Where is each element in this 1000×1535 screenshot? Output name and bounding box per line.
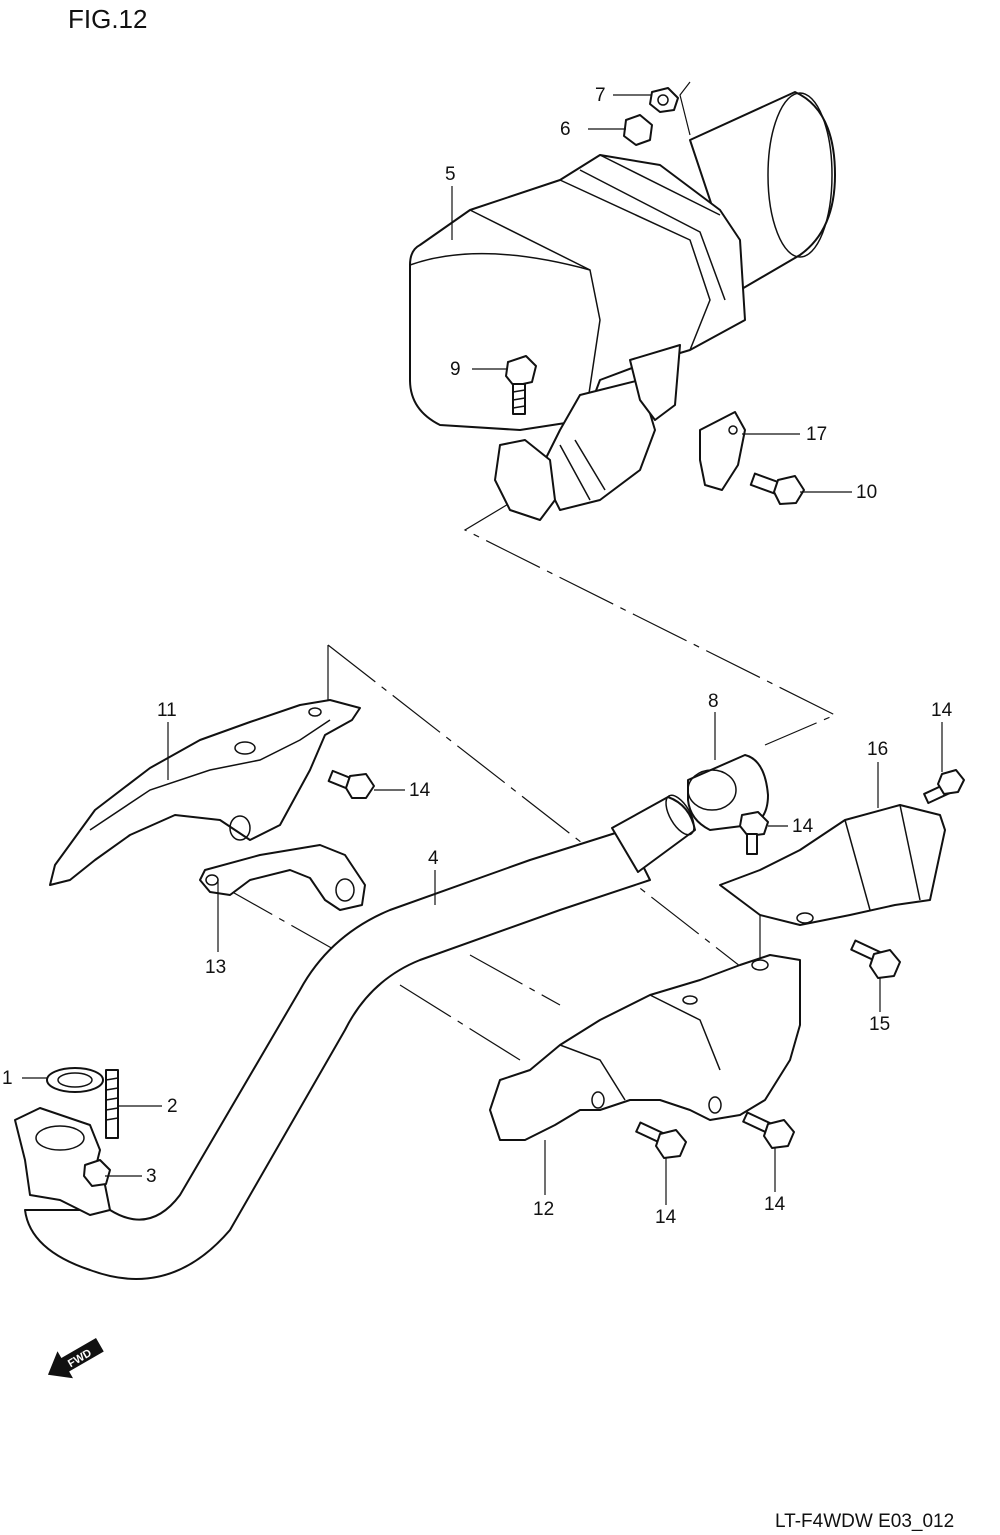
nut-part-7 — [649, 87, 679, 113]
callout-15: 15 — [869, 1014, 890, 1035]
callout-5: 5 — [445, 164, 456, 185]
grommet-part-6 — [623, 114, 653, 146]
callout-14-e: 14 — [764, 1194, 786, 1215]
bracket-part-13 — [199, 844, 366, 911]
callout-14-d: 14 — [655, 1207, 677, 1228]
bolt-part-14-a — [327, 769, 375, 799]
bolt-part-9 — [505, 355, 537, 415]
callout-17: 17 — [806, 424, 827, 445]
bracket-part-17 — [699, 411, 746, 491]
fwd-label: FWD — [66, 1347, 94, 1370]
fwd-arrow-icon: FWD — [47, 1338, 104, 1379]
callout-1: 1 — [2, 1068, 13, 1089]
figure-title: FIG.12 — [68, 4, 147, 34]
bolt-part-15 — [850, 939, 901, 979]
figure-code: LT-F4WDW E03_012 — [775, 1511, 954, 1532]
bolt-part-14-c — [923, 769, 965, 805]
callout-8: 8 — [708, 691, 719, 712]
assembly-lines — [219, 81, 837, 1061]
muffler-part-5 — [409, 91, 836, 521]
callout-14-c: 14 — [931, 700, 953, 721]
nut-part-3 — [83, 1159, 111, 1187]
heat-shield-part-11 — [49, 699, 361, 886]
leader-lines — [22, 94, 943, 1205]
callout-9: 9 — [450, 359, 461, 380]
callout-2: 2 — [167, 1096, 178, 1117]
callout-labels: 1 2 3 4 5 6 7 8 9 10 11 12 13 14 14 14 1… — [2, 85, 953, 1228]
heat-shield-part-12 — [489, 954, 801, 1141]
callout-10: 10 — [856, 482, 877, 503]
callout-12: 12 — [533, 1199, 554, 1220]
callout-16: 16 — [867, 739, 888, 760]
stud-part-2 — [105, 1069, 119, 1139]
callout-11: 11 — [157, 700, 177, 721]
gasket-part-1 — [46, 1067, 104, 1093]
callout-14-a: 14 — [409, 780, 431, 801]
bolt-part-14-d — [635, 1121, 687, 1159]
callout-4: 4 — [428, 848, 439, 869]
callout-3: 3 — [146, 1166, 157, 1187]
cover-part-16 — [719, 804, 946, 926]
callout-6: 6 — [560, 119, 571, 140]
bolt-part-14-b — [739, 811, 769, 855]
callout-14-b: 14 — [792, 816, 814, 837]
callout-13: 13 — [205, 957, 226, 978]
bolt-part-10 — [749, 472, 805, 505]
bolt-part-14-e — [742, 1111, 795, 1149]
exhaust-pipe-part-4 — [14, 794, 696, 1280]
callout-7: 7 — [595, 85, 606, 106]
